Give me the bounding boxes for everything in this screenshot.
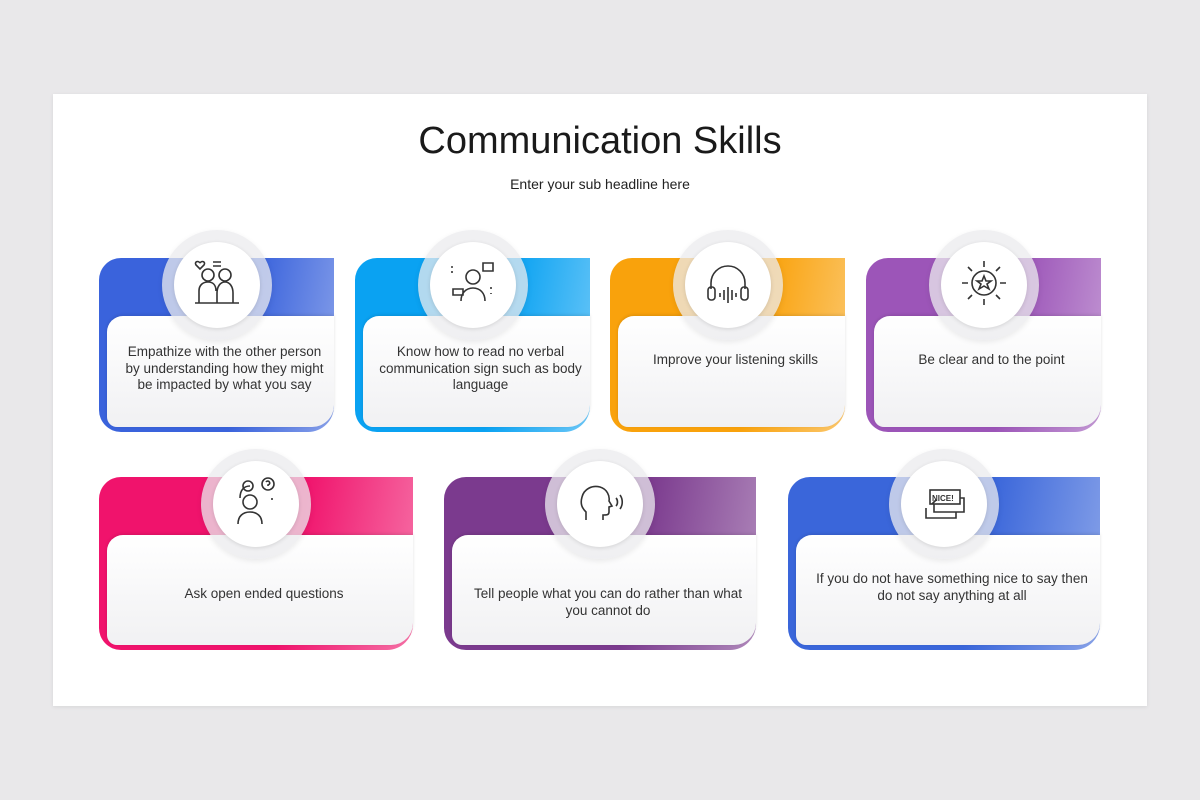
svg-text:NICE!: NICE!	[932, 494, 954, 503]
card-text: Empathize with the other person by under…	[125, 344, 324, 392]
person-questions-icon	[230, 476, 282, 533]
icon-holder	[173, 242, 260, 328]
star-badge-icon	[958, 257, 1010, 314]
icon-circle	[672, 230, 783, 340]
icon-circle	[417, 230, 528, 340]
card-text: Know how to read no verbal communication…	[379, 344, 582, 392]
icon-circle: NICE!	[889, 449, 999, 559]
icon-circle	[928, 230, 1039, 340]
icon-holder	[213, 461, 299, 547]
empathy-people-icon	[191, 257, 243, 314]
nice-speech-icon: NICE!	[918, 476, 970, 533]
icon-circle	[161, 230, 272, 340]
card-text: Be clear and to the point	[918, 352, 1065, 367]
card-text: If you do not have something nice to say…	[816, 571, 1088, 603]
icon-holder	[557, 461, 643, 547]
card-panel: Empathize with the other person by under…	[107, 316, 334, 427]
card-text: Ask open ended questions	[184, 586, 344, 601]
speaking-head-icon	[574, 476, 626, 533]
headphones-icon	[702, 257, 754, 314]
body-language-icon	[447, 257, 499, 314]
card-text: Improve your listening skills	[652, 352, 819, 367]
skill-card: Ask open ended questions	[99, 477, 413, 650]
page-title: Communication Skills	[418, 120, 782, 162]
icon-holder: NICE!	[901, 461, 987, 547]
page-subtitle: Enter your sub headline here	[510, 176, 690, 192]
icon-holder	[940, 242, 1027, 328]
icon-holder	[684, 242, 771, 328]
icon-circle	[201, 449, 311, 559]
icon-circle	[545, 449, 655, 559]
card-text: Tell people what you can do rather than …	[474, 586, 742, 618]
icon-holder	[429, 242, 516, 328]
